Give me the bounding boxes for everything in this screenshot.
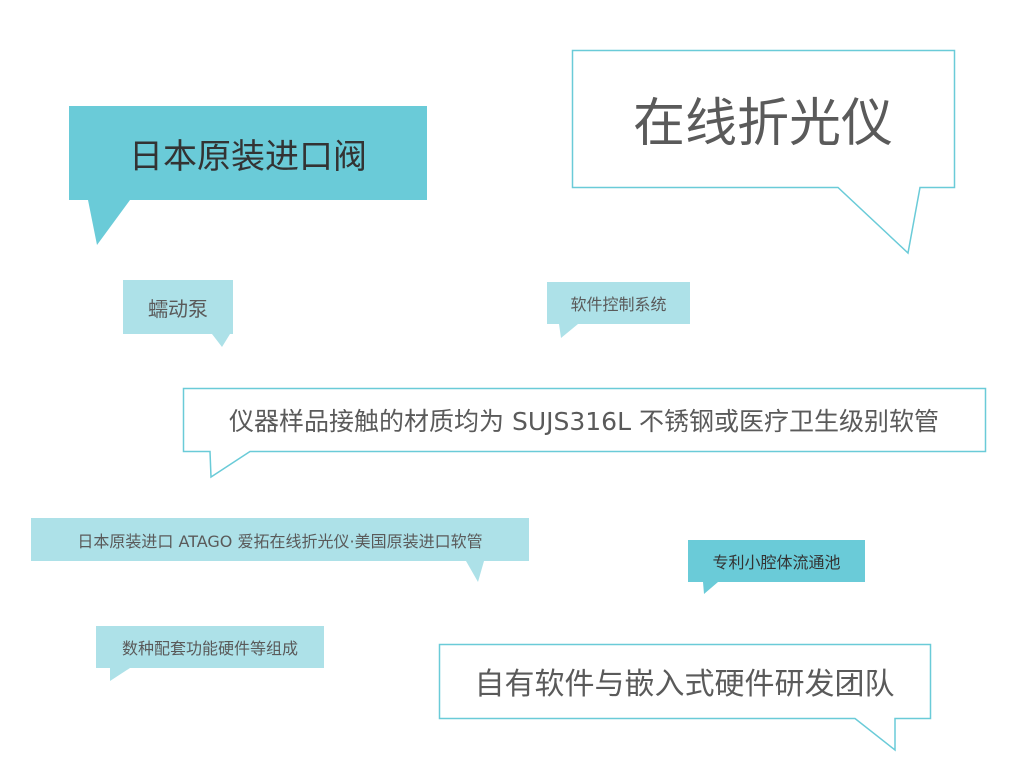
bubble-refractometer-text: 在线折光仪 — [632, 94, 893, 154]
bubble-team-text: 自有软件与嵌入式硬件研发团队 — [474, 667, 895, 702]
bubble-pump-text: 蠕动泵 — [148, 296, 208, 321]
bubble-materials-shape — [182, 387, 987, 479]
bubble-flowcell-text: 专利小腔体流通池 — [712, 553, 841, 572]
bubble-imports-text: 日本原装进口 ATAGO 爱拓在线折光仪·美国原装进口软管 — [77, 531, 483, 551]
bubble-software-shape — [547, 282, 690, 338]
bubble-materials-text: 仪器样品接触的材质均为 SUJS316L 不锈钢或医疗卫生级别软管 — [229, 406, 939, 436]
bubble-team-shape — [438, 643, 932, 752]
bubble-software-text: 软件控制系统 — [570, 295, 667, 314]
bubble-refractometer-shape — [571, 49, 956, 255]
bubble-valve-shape — [69, 106, 427, 245]
bubble-valve-text: 日本原装进口阀 — [129, 136, 367, 177]
bubble-hardware-shape — [96, 626, 324, 681]
bubble-hardware-text: 数种配套功能硬件等组成 — [121, 639, 298, 658]
bubble-imports-shape — [31, 518, 529, 582]
bubble-flowcell-shape — [688, 540, 865, 594]
bubble-pump-shape — [123, 280, 233, 347]
